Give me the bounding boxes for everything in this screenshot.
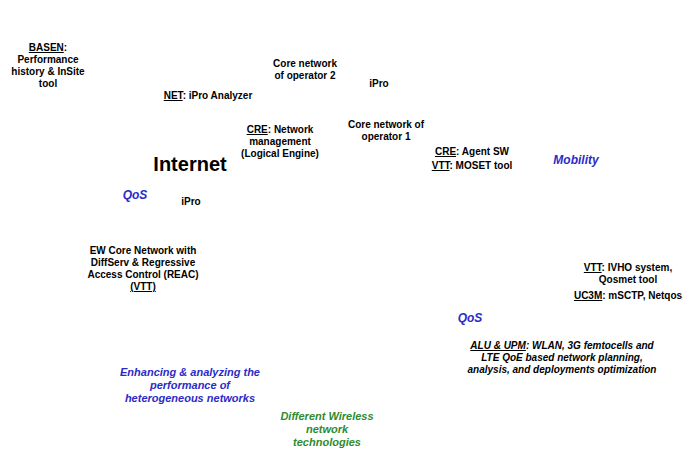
- partner-name: NET: [164, 90, 183, 101]
- cloud-bump: [401, 126, 435, 160]
- device-label: NET: iPro Analyzer: [158, 90, 258, 102]
- partner-name: UC3M: [574, 290, 602, 301]
- network-cloud: Core network of operator 2: [250, 35, 360, 105]
- glow-ellipse: [102, 360, 278, 410]
- partner-name: CRE: [247, 124, 268, 135]
- label-ellipse: QoS: [435, 305, 505, 331]
- network-cloud: Core network of operator 1: [330, 95, 442, 167]
- cloud-fill: [273, 150, 404, 281]
- node-text: EW Core Network with DiffServ & Regressi…: [79, 245, 207, 281]
- node-text: Mobility: [543, 153, 609, 167]
- laptop-symbol: [586, 206, 656, 256]
- network-links: [303, 90, 640, 312]
- device-label: CRE: Network management (Logical Engine): [236, 124, 324, 160]
- cloud-fill: [135, 80, 376, 241]
- partner-name: CRE: [435, 146, 456, 157]
- cloud-bump: [166, 261, 218, 313]
- device-label: iPro: [176, 196, 206, 208]
- label-text: : MOSET tool: [450, 160, 513, 171]
- cloud-bump: [317, 103, 430, 216]
- access-point-symbol: [288, 213, 426, 319]
- glow-ellipse: [98, 181, 172, 209]
- cloud-bump: [101, 216, 148, 263]
- coverage-area: [438, 160, 691, 440]
- cloud-fill: [106, 39, 237, 170]
- glow-ellipse: [435, 305, 505, 331]
- cloud-bump: [105, 38, 238, 171]
- device-label: VTT: IVHO system, Qosmet tool: [572, 262, 684, 286]
- text-holder: Mobility: [543, 153, 609, 167]
- text-holder: Core network of operator 1: [347, 119, 425, 143]
- glow-ellipse: [536, 146, 616, 174]
- node-text: Internet: [145, 152, 235, 176]
- antenna-symbol: [490, 30, 645, 242]
- partner-name: BASEN: [29, 42, 64, 53]
- text-holder: EW Core Network with DiffServ & Regressi…: [79, 245, 207, 293]
- label-text: iPro: [369, 78, 388, 89]
- device-label: iPro: [364, 78, 394, 90]
- cloud-fill: [193, 176, 317, 300]
- text-holder: Internet: [145, 152, 235, 176]
- node-text: QoS: [442, 311, 498, 325]
- cloud-bump: [137, 273, 187, 323]
- cloud-fill: [344, 109, 428, 153]
- text-holder: QoS: [442, 311, 498, 325]
- node-text: Core network of operator 2: [267, 58, 343, 82]
- cloud-bump: [192, 175, 318, 301]
- cloud-bump: [320, 65, 353, 98]
- coverage-area: [245, 373, 415, 450]
- device-label: VTT: MOSET tool: [420, 160, 524, 172]
- device-label: UC3M: mSCTP, Netqos: [572, 290, 684, 302]
- label-text: Different Wireless network technologies: [280, 410, 373, 448]
- label-text: : mSCTP, Netqos: [602, 290, 682, 301]
- device-label: ALU & UPM: WLAN, 3G femtocells and LTE Q…: [462, 340, 662, 376]
- label-text: : iPro Analyzer: [183, 90, 253, 101]
- device-label: CRE: Agent SW: [420, 146, 524, 158]
- cloud-bump: [272, 149, 405, 282]
- partner-name: ALU & UPM: [470, 340, 526, 351]
- cloud-fill: [263, 48, 346, 91]
- label-text: iPro: [181, 196, 200, 207]
- node-text: (VTT): [79, 281, 207, 293]
- device-label: Different Wireless network technologies: [272, 410, 382, 449]
- phone-symbol: [449, 97, 469, 133]
- network-cloud: EW Core Network with DiffServ & Regressi…: [58, 214, 228, 324]
- label-ellipse: QoS: [98, 181, 172, 209]
- device-label: BASEN: Performance history & InSite tool: [4, 42, 92, 90]
- label-ellipse: Mobility: [536, 146, 616, 174]
- partner-name: VTT: [432, 160, 450, 171]
- partner-name: VTT: [584, 262, 602, 273]
- coverage-area: [445, 8, 665, 228]
- label-text: : IVHO system, Qosmet tool: [599, 262, 672, 285]
- text-holder: Enhancing & analyzing the performance of…: [110, 366, 270, 405]
- text-holder: QoS: [105, 188, 165, 202]
- node-text: QoS: [105, 188, 165, 202]
- label-ellipse: Enhancing & analyzing the performance of…: [102, 360, 278, 410]
- cloud-fill: [318, 104, 429, 215]
- label-text: : Agent SW: [456, 146, 509, 157]
- text-holder: Core network of operator 2: [267, 58, 343, 82]
- node-text: Core network of operator 1: [347, 119, 425, 143]
- node-text: Enhancing & analyzing the performance of…: [110, 366, 270, 405]
